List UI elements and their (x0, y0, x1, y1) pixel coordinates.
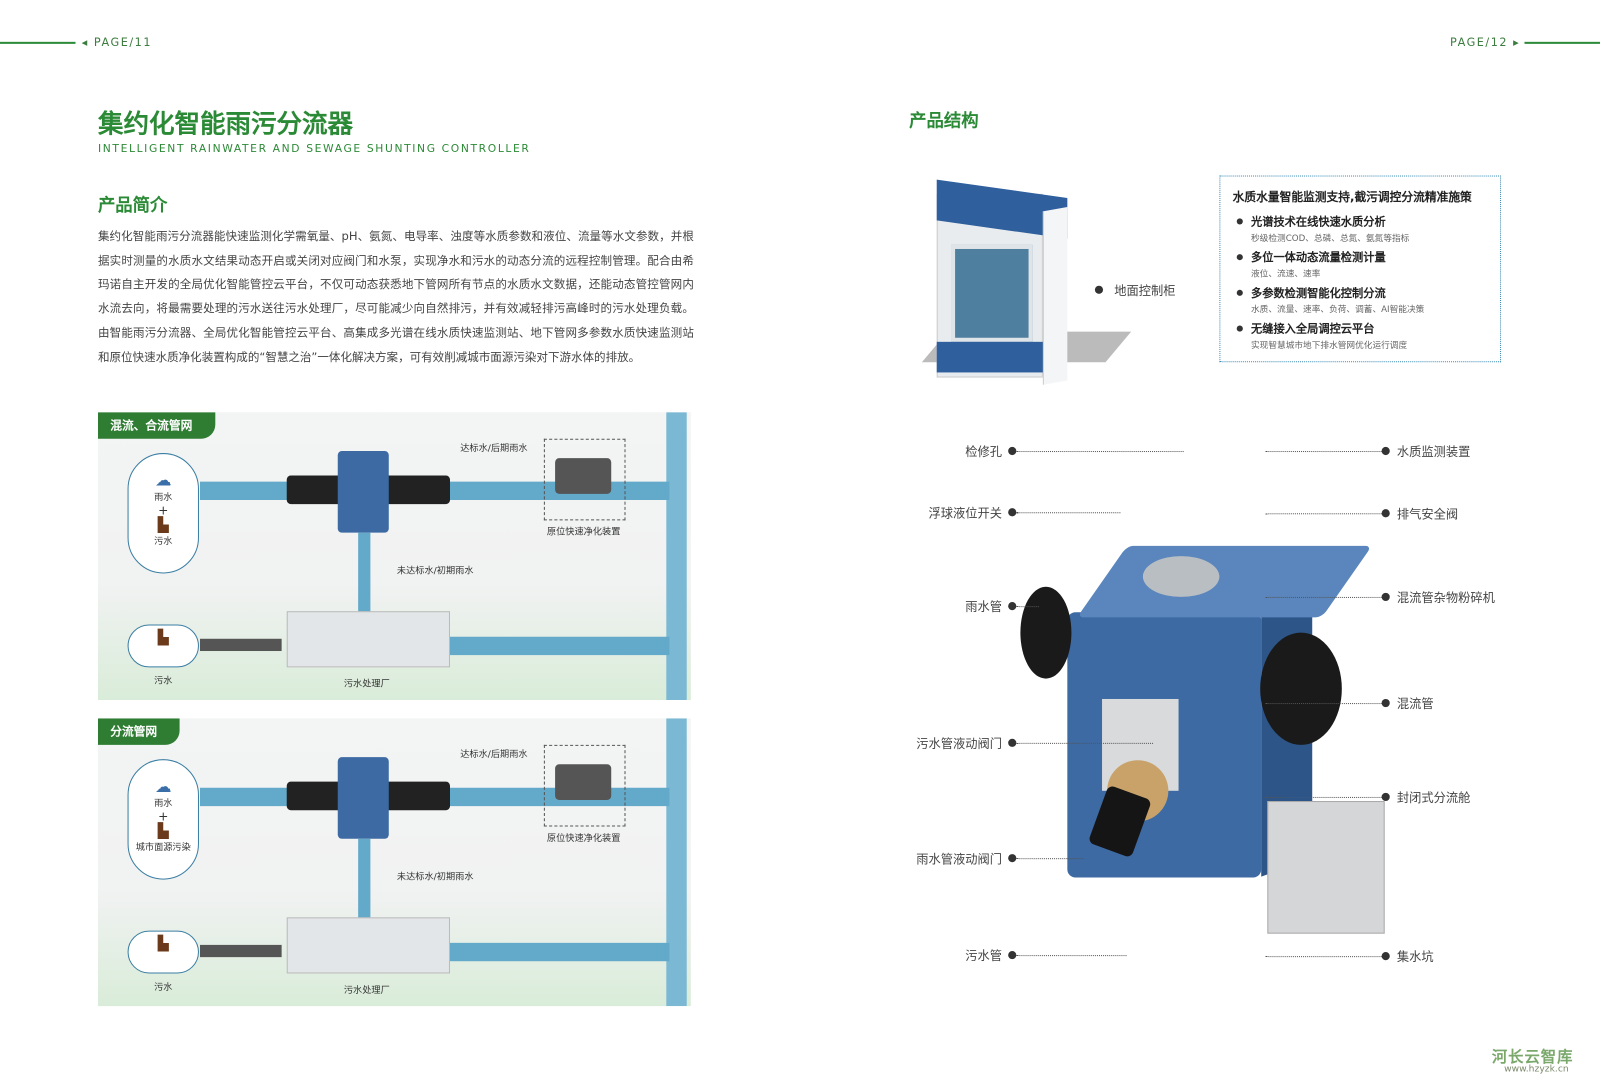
flow-diagram-panel: 分流管网 ☁ 雨水 + ▙ 城市面源污染 ▙ 污水 达标水/后期雨水 原位快速净… (97, 718, 691, 1007)
callout-dot (1008, 508, 1017, 517)
page-title: 集约化智能雨污分流器 (97, 109, 354, 139)
callout-dot (1381, 446, 1390, 456)
callout-label-right: 封闭式分流舱 (1396, 790, 1471, 806)
sewage-pill: ▙ (127, 930, 199, 974)
feature-desc: 液位、流速、速率 (1251, 269, 1321, 280)
purification-device (543, 744, 626, 827)
source-bottom-label: 城市面源污染 (135, 842, 191, 854)
dirty-water-label: 未达标水/初期雨水 (396, 566, 474, 577)
leader-line (1265, 596, 1382, 598)
callout-label-right: 集水坑 (1396, 949, 1434, 965)
section-heading-intro: 产品简介 (97, 195, 168, 217)
callout-label-left: 雨水管液动阀门 (916, 852, 1003, 867)
leader-line (1016, 955, 1127, 957)
feature-title: 无缝接入全局调控云平台 (1251, 322, 1375, 336)
source-bottom-label: 污水 (154, 536, 173, 547)
control-cabinet-image (914, 179, 1132, 398)
callout-dot (1381, 509, 1390, 518)
leader-line (1265, 451, 1382, 453)
features-box: 水质水量智能监测支持,截污调控分流精准施策 光谱技术在线快速水质分析秒级检测CO… (1219, 175, 1502, 363)
feature-item: 多参数检测智能化控制分流水质、流量、速率、负荷、调蓄、AI智能决策 (1233, 285, 1488, 316)
flow-diagram-panel: 混流、合流管网 ☁ 雨水 + ▙ 污水 ▙ 污水 达标水/后期雨水 原位快速净化… (97, 412, 691, 700)
device-label: 原位快速净化装置 (546, 527, 621, 538)
feature-item: 多位一体动态流量检测计量液位、流速、速率 (1233, 249, 1488, 280)
leader-line (1016, 606, 1039, 608)
features-title: 水质水量智能监测支持,截污调控分流精准施策 (1232, 189, 1472, 205)
leader-line (1265, 956, 1382, 958)
feature-desc: 水质、流量、速率、负荷、调蓄、AI智能决策 (1251, 305, 1425, 316)
page-number-right: PAGE/12 ▸ (1449, 35, 1521, 49)
source-rain-label: 雨水 (154, 798, 173, 810)
plant-label: 污水处理厂 (343, 679, 390, 690)
callout-dot (1381, 698, 1390, 708)
callout-label-left: 雨水管 (965, 599, 1003, 615)
callout-label-right: 水质监测装置 (1396, 444, 1471, 460)
sewage-pipe-icon: ▙ (157, 629, 169, 646)
feature-desc: 秒级检测COD、总磷、总氮、氨氮等指标 (1251, 233, 1410, 244)
sewage-pipe-icon: ▙ (157, 935, 169, 953)
device-label: 原位快速净化装置 (546, 833, 621, 844)
feature-title: 多参数检测智能化控制分流 (1251, 286, 1386, 300)
header-rule-right (1524, 41, 1600, 44)
header-rule-left (0, 41, 76, 44)
callout-dot (1008, 446, 1017, 456)
source-icon: ▙ (157, 823, 169, 840)
cloud-rain-icon: ☁ (155, 470, 172, 490)
sewage-label: 污水 (154, 676, 173, 687)
plus-sign: + (158, 809, 169, 824)
source-pill: ☁ 雨水 + ▙ 污水 (127, 453, 199, 574)
page-subtitle: INTELLIGENT RAINWATER AND SEWAGE SHUNTIN… (97, 142, 531, 156)
callout-label-right: 混流管杂物粉碎机 (1396, 590, 1495, 606)
callout-dot (1381, 952, 1390, 961)
panel-tag: 混流、合流管网 (97, 412, 215, 439)
source-rain-label: 雨水 (154, 492, 173, 504)
callout-dot (1381, 592, 1390, 602)
dirty-water-label: 未达标水/初期雨水 (396, 872, 474, 883)
callout-dot (1381, 792, 1390, 802)
source-pill: ☁ 雨水 + ▙ 城市面源污染 (127, 759, 199, 880)
watermark-url: www.hzyzk.cn (1504, 1064, 1569, 1075)
source-icon: ▙ (157, 517, 169, 534)
callout-label-left: 浮球液位开关 (928, 506, 1003, 521)
callout-dot (1008, 854, 1017, 863)
callout-cabinet: 地面控制柜 (1114, 283, 1176, 298)
leader-line (1265, 513, 1382, 515)
intro-paragraph: 集约化智能雨污分流器能快速监测化学需氧量、pH、氨氮、电导率、浊度等水质参数和液… (97, 229, 694, 364)
callout-dot (1094, 285, 1104, 294)
shunting-device-image (1020, 531, 1398, 939)
panel-tag: 分流管网 (97, 718, 180, 745)
callout-label-left: 污水管液动阀门 (916, 736, 1003, 752)
page-number-left: ◂ PAGE/11 (81, 35, 153, 49)
leader-line (1016, 742, 1154, 744)
section-heading-structure: 产品结构 (909, 111, 979, 132)
cloud-rain-icon: ☁ (155, 776, 172, 796)
clean-water-label: 达标水/后期雨水 (460, 749, 528, 761)
callout-label-left: 污水管 (965, 948, 1003, 964)
purification-device (543, 438, 626, 521)
leader-line (1016, 858, 1084, 860)
sewage-pill: ▙ (127, 624, 199, 668)
feature-title: 光谱技术在线快速水质分析 (1251, 215, 1386, 229)
feature-title: 多位一体动态流量检测计量 (1251, 251, 1386, 265)
plant-label: 污水处理厂 (343, 985, 390, 996)
callout-label-right: 排气安全阀 (1396, 507, 1459, 522)
callout-dot (1008, 738, 1017, 747)
sewage-label: 污水 (154, 982, 173, 993)
leader-line (1265, 703, 1382, 705)
leader-line (1265, 796, 1382, 798)
feature-item: 光谱技术在线快速水质分析秒级检测COD、总磷、总氮、氨氮等指标 (1233, 213, 1488, 244)
callout-label-left: 检修孔 (965, 444, 1003, 460)
clean-water-label: 达标水/后期雨水 (460, 443, 528, 455)
leader-line (1016, 512, 1121, 514)
callout-label-right: 混流管 (1396, 696, 1434, 712)
feature-desc: 实现智慧城市地下排水管网优化运行调度 (1251, 340, 1408, 352)
plus-sign: + (158, 503, 169, 518)
leader-line (1016, 451, 1184, 453)
callout-dot (1008, 602, 1017, 611)
watermark-name: 河长云智库 (1491, 1047, 1574, 1067)
callout-dot (1008, 951, 1017, 960)
feature-item: 无缝接入全局调控云平台实现智慧城市地下排水管网优化运行调度 (1233, 320, 1488, 351)
